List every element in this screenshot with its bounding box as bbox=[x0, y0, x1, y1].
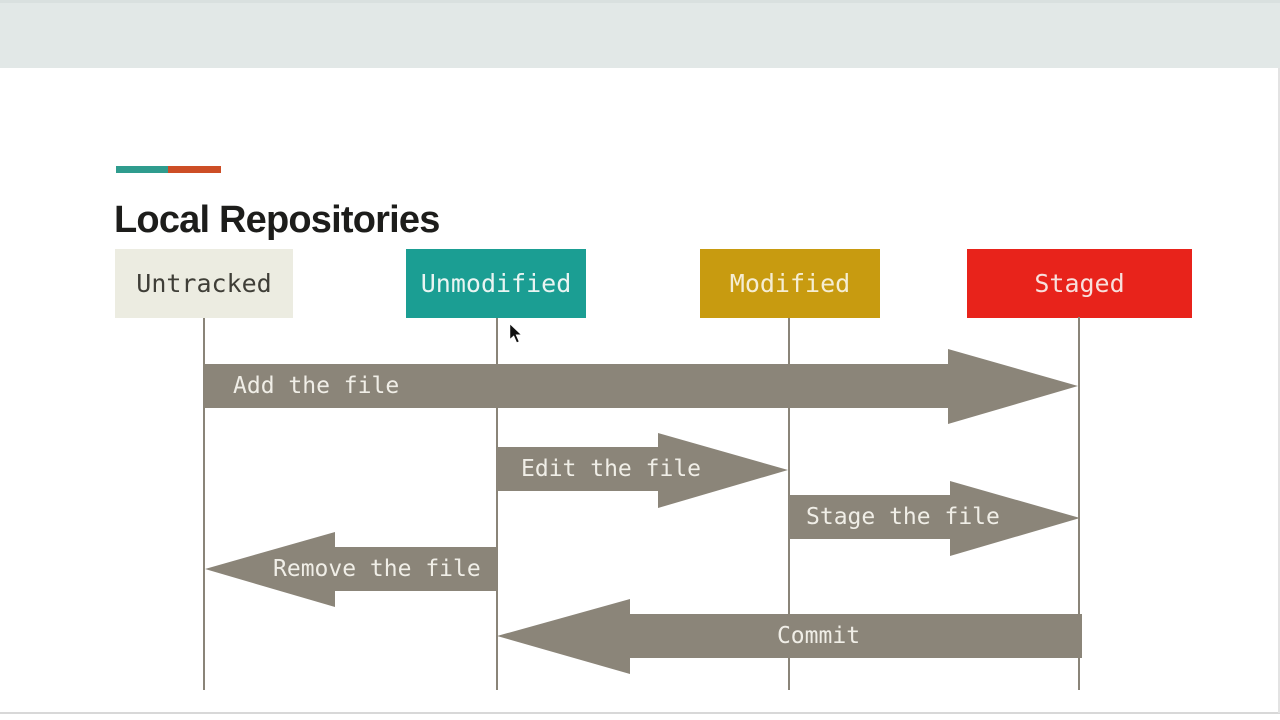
transition-label: Stage the file bbox=[806, 504, 1000, 530]
arrow-head-right-icon bbox=[948, 349, 1078, 424]
arrow-head-right-icon bbox=[658, 433, 788, 508]
transition-label: Add the file bbox=[233, 373, 400, 399]
page-title: Local Repositories bbox=[114, 199, 440, 241]
arrow-body bbox=[789, 495, 950, 539]
state-label-unmodified: Unmodified bbox=[420, 269, 572, 298]
lifeline-untracked bbox=[203, 318, 205, 690]
state-label-staged: Staged bbox=[1034, 269, 1125, 298]
state-label-modified: Modified bbox=[729, 269, 851, 298]
transition-label: Commit bbox=[776, 623, 861, 649]
transition-commit: Commit bbox=[497, 599, 1082, 674]
state-box-untracked: Untracked bbox=[115, 249, 293, 318]
arrow-body bbox=[335, 547, 497, 591]
state-box-staged: Staged bbox=[967, 249, 1192, 318]
accent-orange-segment bbox=[168, 166, 221, 173]
arrow-body bbox=[630, 614, 1082, 658]
slide-top-band bbox=[0, 0, 1280, 68]
lifeline-unmodified bbox=[496, 318, 498, 690]
arrow-body bbox=[205, 364, 948, 408]
transition-stage-the-file: Stage the file bbox=[789, 481, 1080, 556]
right-edge-divider bbox=[1278, 68, 1280, 713]
state-label-untracked: Untracked bbox=[136, 269, 272, 298]
mouse-cursor-icon bbox=[509, 323, 523, 344]
transition-label: Remove the file bbox=[273, 556, 481, 582]
arrow-head-left-icon bbox=[205, 532, 335, 607]
bottom-divider bbox=[0, 712, 1280, 714]
transition-remove-the-file: Remove the file bbox=[205, 532, 497, 607]
accent-bar bbox=[116, 166, 221, 173]
state-box-modified: Modified bbox=[700, 249, 880, 318]
transition-add-the-file: Add the file bbox=[205, 349, 1078, 424]
arrow-head-right-icon bbox=[950, 481, 1080, 556]
transition-edit-the-file: Edit the file bbox=[497, 433, 788, 508]
accent-teal-segment bbox=[116, 166, 168, 173]
arrow-body bbox=[497, 447, 658, 491]
transition-label: Edit the file bbox=[521, 456, 702, 482]
arrow-head-left-icon bbox=[497, 599, 630, 674]
state-box-unmodified: Unmodified bbox=[406, 249, 586, 318]
